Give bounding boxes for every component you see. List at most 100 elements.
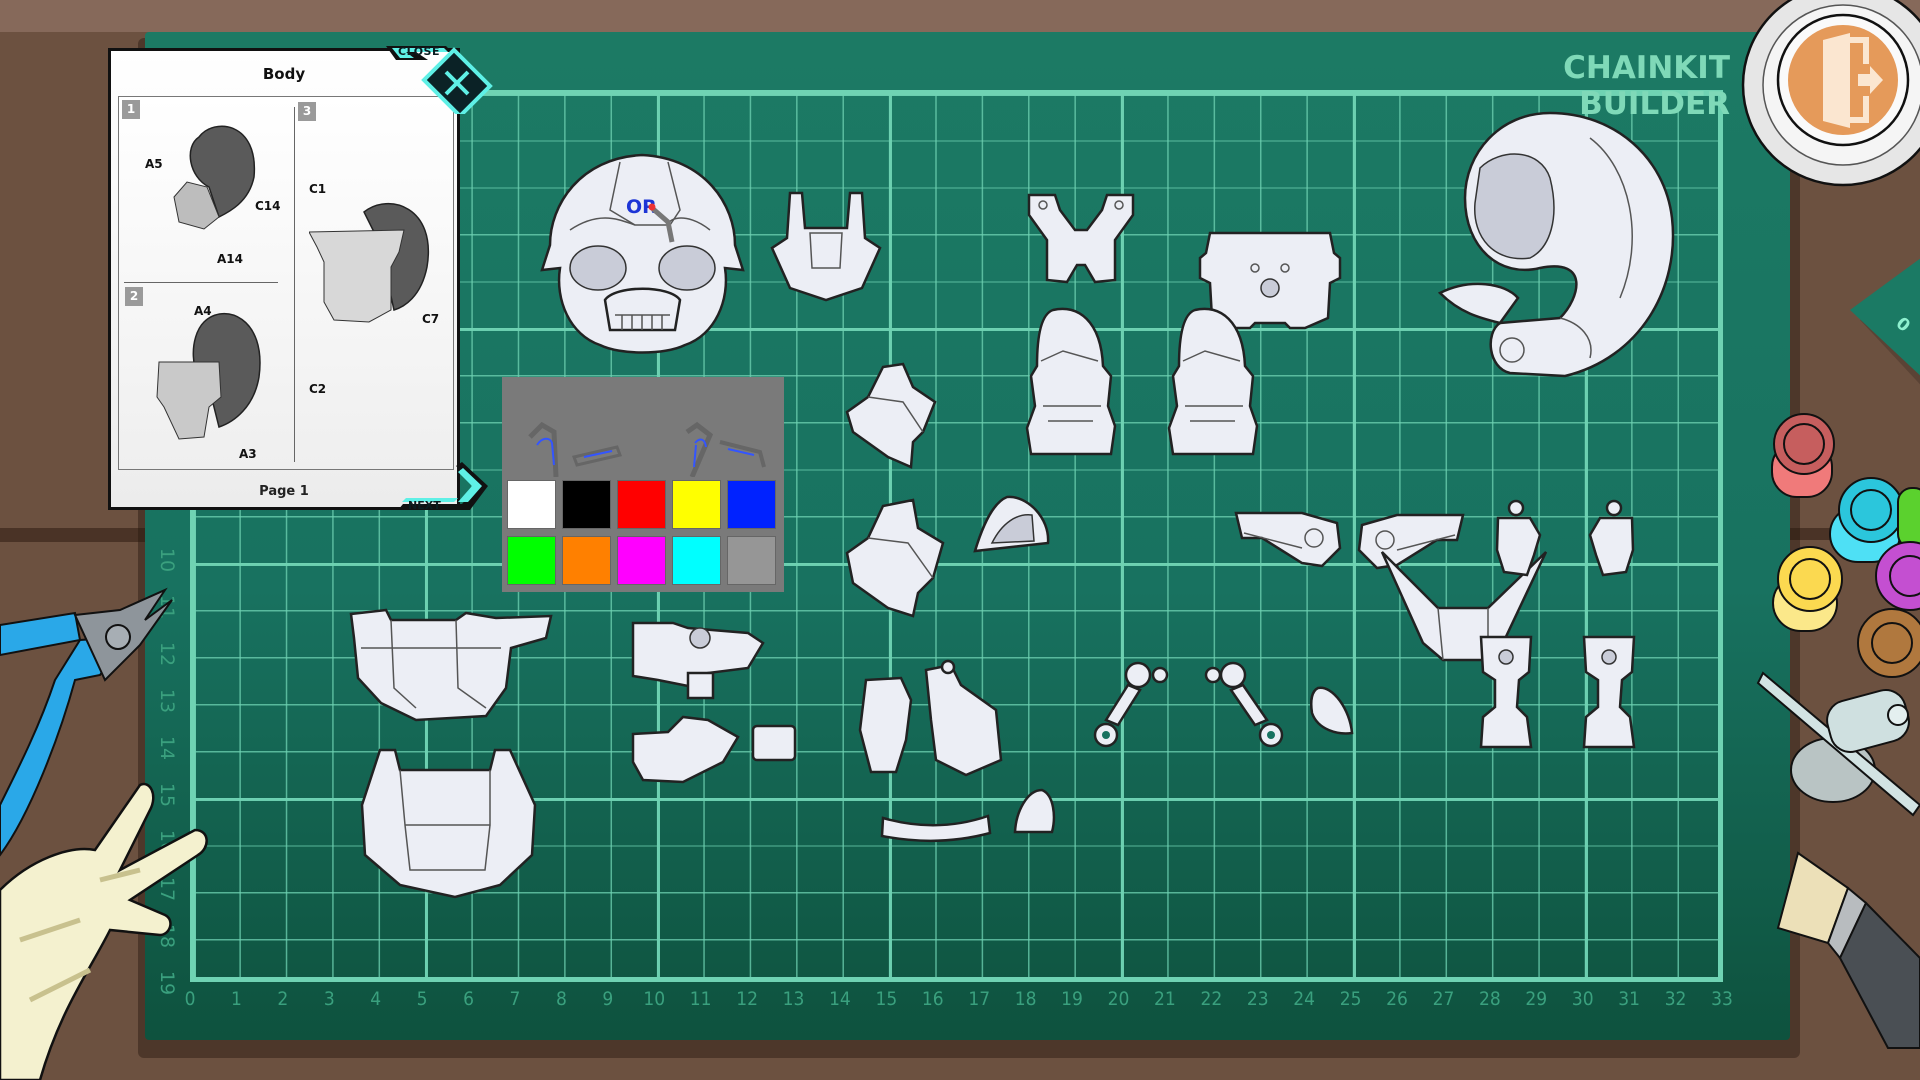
nippers-tool[interactable] xyxy=(0,585,175,860)
callout-a5: A5 xyxy=(145,157,163,171)
part-hand-right[interactable] xyxy=(1586,499,1638,578)
paint-brush-tool[interactable] xyxy=(1748,848,1920,1049)
paint-pot-cyan[interactable] xyxy=(1826,477,1912,566)
step-2-badge: 2 xyxy=(125,287,143,306)
ruler-y-tick-label: 10 xyxy=(156,547,178,573)
part-cheek-piece[interactable] xyxy=(1012,787,1057,837)
ruler-x-tick-label: 25 xyxy=(1339,988,1362,1010)
instruction-manual-panel: Body 1 3 2 A5 C14 A14 A4 A3 C1 C7 C2 Pag… xyxy=(108,48,460,510)
part-visor-strip[interactable] xyxy=(878,808,993,846)
part-waist-armor[interactable] xyxy=(360,745,537,900)
ruler-x-tick-label: 22 xyxy=(1200,988,1223,1010)
ruler-x-tick-label: 14 xyxy=(829,988,851,1010)
next-page-button[interactable]: NEXT xyxy=(398,462,490,518)
ruler-x-tick-label: 8 xyxy=(555,988,567,1010)
callout-a3: A3 xyxy=(239,447,257,461)
part-backpack[interactable] xyxy=(770,188,882,308)
part-head[interactable]: OR xyxy=(540,150,745,360)
side-cutting-mat: 0 1 2 xyxy=(1800,210,1920,470)
close-label: CLOSE xyxy=(398,45,440,58)
paint-pot-yellow[interactable] xyxy=(1768,545,1848,637)
color-swatch-red[interactable] xyxy=(617,480,666,529)
color-swatch-cyan[interactable] xyxy=(672,536,721,585)
color-swatch-blue[interactable] xyxy=(727,480,776,529)
ruler-x-tick-label: 28 xyxy=(1479,988,1501,1010)
part-forearm-lower[interactable] xyxy=(628,712,808,787)
paint-pot-purple[interactable] xyxy=(1865,540,1920,612)
airbrush-tool[interactable] xyxy=(1756,665,1920,825)
ruler-x-tick-label: 32 xyxy=(1664,988,1687,1010)
ruler-x-tick-label: 10 xyxy=(643,988,666,1010)
exit-door-icon xyxy=(1823,33,1883,128)
part-hand-left[interactable] xyxy=(1492,499,1544,578)
manual-page-indicator: Page 1 xyxy=(259,484,309,499)
part-arm-link-right[interactable] xyxy=(1203,660,1293,750)
part-chest-plate[interactable] xyxy=(346,608,556,723)
exit-button-coffee-cup[interactable] xyxy=(1738,0,1920,190)
ruler-x-tick-label: 5 xyxy=(416,988,428,1010)
paint-pot-red[interactable] xyxy=(1766,412,1838,504)
ruler-x-tick-label: 2 xyxy=(277,988,289,1010)
paint-pot-green[interactable] xyxy=(1897,487,1920,549)
ruler-x-tick-label: 7 xyxy=(509,988,521,1010)
paint-pot-brown[interactable] xyxy=(1842,605,1920,678)
ruler-x-tick-label: 29 xyxy=(1525,988,1548,1010)
part-shin-left[interactable] xyxy=(1475,632,1537,752)
color-swatch-magenta[interactable] xyxy=(617,536,666,585)
color-swatch-white[interactable] xyxy=(507,480,556,529)
step-divider xyxy=(294,107,295,462)
color-swatch-black[interactable] xyxy=(562,480,611,529)
part-upper-arm-left[interactable] xyxy=(1232,508,1344,570)
part-torso-back[interactable] xyxy=(1198,228,1342,333)
ruler-x-tick-label: 12 xyxy=(736,988,758,1010)
glove-hand xyxy=(0,780,210,1080)
desk-edge xyxy=(0,0,1920,32)
palette-swatch-grid xyxy=(507,480,779,585)
ruler-x-tick-label: 9 xyxy=(602,988,614,1010)
close-x-icon xyxy=(421,47,493,114)
ruler-x-tick-label: 19 xyxy=(1061,988,1083,1010)
part-shoulder-armor-left[interactable] xyxy=(843,362,943,474)
color-swatch-green[interactable] xyxy=(507,536,556,585)
callout-c2: C2 xyxy=(309,382,327,396)
close-manual-button[interactable]: CLOSE xyxy=(386,44,496,114)
ruler-x-tick-label: 4 xyxy=(370,988,382,1010)
color-swatch-yellow[interactable] xyxy=(672,480,721,529)
part-leg-assembly[interactable] xyxy=(856,659,1006,778)
ruler-x-tick-label: 17 xyxy=(968,988,991,1010)
step-3-illustration xyxy=(309,202,430,323)
color-swatch-orange[interactable] xyxy=(562,536,611,585)
step-2-illustration xyxy=(156,312,261,440)
callout-c14: C14 xyxy=(255,199,281,213)
ruler-x-tick-label: 15 xyxy=(875,988,898,1010)
app-title: CHAINKIT BUILDER xyxy=(1563,50,1730,122)
palette-part-preview xyxy=(528,421,766,477)
step-1-illustration xyxy=(173,125,256,230)
part-claw-tip[interactable] xyxy=(1308,685,1356,737)
step-3-badge: 3 xyxy=(298,102,316,121)
part-shoulder-armor-right[interactable] xyxy=(843,498,973,620)
ruler-x-tick-label: 21 xyxy=(1154,988,1176,1010)
part-shell[interactable] xyxy=(1437,108,1680,383)
step-divider xyxy=(124,282,278,283)
part-frame[interactable] xyxy=(1025,190,1137,288)
part-forearm-upper[interactable] xyxy=(628,618,768,703)
ruler-x-tick-label: 33 xyxy=(1711,988,1733,1010)
callout-c1: C1 xyxy=(309,182,327,196)
ruler-x-tick-label: 24 xyxy=(1293,988,1316,1010)
ruler-x-tick-label: 23 xyxy=(1246,988,1269,1010)
callout-a14: A14 xyxy=(217,252,243,266)
manual-section-title: Body xyxy=(262,65,306,83)
part-fin[interactable] xyxy=(972,493,1052,555)
ruler-x-tick-label: 31 xyxy=(1618,988,1641,1010)
part-shin-right[interactable] xyxy=(1578,632,1640,752)
desk-seam xyxy=(0,528,150,542)
part-thigh-right[interactable] xyxy=(1165,306,1260,458)
next-label: NEXT xyxy=(408,499,441,512)
ruler-x-tick-label: 26 xyxy=(1386,988,1408,1010)
part-thigh-left[interactable] xyxy=(1023,306,1118,458)
color-swatch-gray[interactable] xyxy=(727,536,776,585)
part-arm-link-left[interactable] xyxy=(1088,660,1178,750)
ruler-x-tick-label: 20 xyxy=(1107,988,1130,1010)
